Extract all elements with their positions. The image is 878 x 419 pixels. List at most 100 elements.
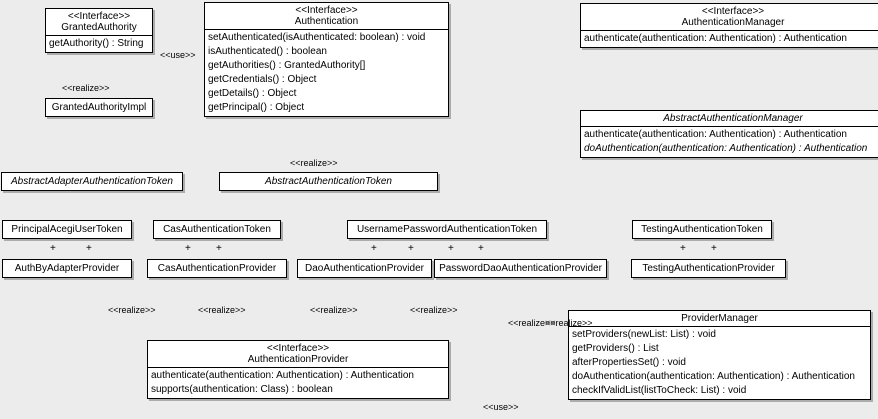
class-members: setAuthenticated(isAuthenticated: boolea…: [205, 29, 448, 116]
class-principal-acegi-user-token[interactable]: PrincipalAcegiUserToken: [2, 220, 132, 240]
class-member: doAuthentication(authentication: Authent…: [584, 143, 868, 155]
class-header: AbstractAuthenticationToken: [220, 173, 437, 190]
class-cas-authentication-provider[interactable]: CasAuthenticationProvider: [147, 259, 287, 279]
class-name: AuthenticationManager: [681, 17, 785, 29]
class-members: setProviders(newList: List) : void getPr…: [569, 326, 870, 399]
class-authentication[interactable]: <<Interface>> Authentication setAuthenti…: [204, 2, 449, 118]
class-member: getDetails() : Object: [208, 88, 297, 100]
class-member: getPrincipal() : Object: [208, 102, 305, 114]
class-header: <<Interface>> GrantedAuthority: [46, 9, 152, 35]
class-name: TestingAuthenticationToken: [641, 224, 763, 235]
class-abstract-adapter-authentication-token[interactable]: AbstractAdapterAuthenticationToken: [1, 172, 183, 192]
edge-label-use-providermanager-authenticationprovider: <<use>>: [483, 402, 519, 412]
class-name: CasAuthenticationProvider: [157, 263, 277, 274]
class-member: afterPropertiesSet() : void: [572, 357, 686, 369]
class-stereotype: <<Interface>>: [67, 11, 131, 22]
class-member: isAuthenticated() : boolean: [208, 46, 327, 58]
class-member: getProviders() : List: [572, 343, 659, 355]
class-member: getAuthority() : String: [49, 38, 144, 50]
class-testing-authentication-token[interactable]: TestingAuthenticationToken: [632, 220, 772, 240]
class-header: CasAuthenticationToken: [154, 221, 280, 238]
class-header: AbstractAdapterAuthenticationToken: [2, 173, 182, 190]
assoc-plus-marker: +: [50, 243, 56, 254]
class-member: doAuthentication(authentication: Authent…: [572, 371, 855, 383]
class-member: authenticate(authentication: Authenticat…: [584, 33, 847, 45]
class-header: AbstractAuthenticationManager: [581, 111, 878, 126]
assoc-plus-marker: +: [680, 243, 686, 254]
class-abstract-authentication-manager[interactable]: AbstractAuthenticationManager authentica…: [580, 110, 878, 159]
edge-label-realize-grantedauthorityimpl: <<realize>>: [62, 83, 110, 93]
edge-label-realize-daoauthenticationprovider: <<realize>>: [310, 305, 358, 315]
class-members: getAuthority() : String: [46, 35, 152, 52]
class-provider-manager[interactable]: ProviderManager setProviders(newList: Li…: [568, 310, 871, 401]
class-header: AuthByAdapterProvider: [3, 260, 131, 277]
class-stereotype: <<Interface>>: [295, 5, 358, 16]
class-granted-authority[interactable]: <<Interface>> GrantedAuthority getAuthor…: [45, 8, 153, 54]
assoc-plus-marker: +: [408, 243, 414, 254]
assoc-plus-marker: +: [478, 243, 484, 254]
class-name: AuthByAdapterProvider: [14, 263, 120, 274]
class-header: <<Interface>> AuthenticationProvider: [148, 341, 448, 367]
class-cas-authentication-token[interactable]: CasAuthenticationToken: [153, 220, 281, 240]
class-header: GrantedAuthorityImpl: [46, 99, 152, 116]
class-member: authenticate(authentication: Authenticat…: [584, 129, 847, 141]
class-abstract-authentication-token[interactable]: AbstractAuthenticationToken: [219, 172, 438, 192]
assoc-plus-marker: +: [86, 243, 92, 254]
class-testing-authentication-provider[interactable]: TestingAuthenticationProvider: [631, 259, 786, 279]
edge-label-realize-casauthenticationprovider: <<realize>>: [198, 305, 246, 315]
class-header: <<Interface>> Authentication: [205, 3, 448, 29]
class-name: AbstractAdapterAuthenticationToken: [11, 176, 173, 187]
class-name: GrantedAuthority: [61, 22, 137, 34]
class-name: PasswordDaoAuthenticationProvider: [439, 263, 602, 274]
class-member: authenticate(authentication: Authenticat…: [151, 370, 414, 382]
class-member: setAuthenticated(isAuthenticated: boolea…: [208, 32, 426, 44]
class-name: CasAuthenticationToken: [163, 224, 271, 235]
class-authentication-provider[interactable]: <<Interface>> AuthenticationProvider aut…: [147, 340, 449, 400]
edge-label-realize-testingauthenticationprovider: <<realize>>: [508, 318, 556, 328]
class-member: getCredentials() : Object: [208, 74, 317, 86]
assoc-plus-marker: +: [448, 243, 454, 254]
class-name: AbstractAuthenticationToken: [265, 176, 392, 187]
class-name: DaoAuthenticationProvider: [305, 263, 424, 274]
class-header: CasAuthenticationProvider: [148, 260, 286, 277]
class-stereotype: <<Interface>>: [266, 343, 330, 354]
assoc-plus-marker: +: [216, 243, 222, 254]
class-header: ProviderManager: [569, 311, 870, 326]
class-name: AuthenticationProvider: [247, 354, 349, 366]
edge-label-realize-authbyadapterprovider: <<realize>>: [108, 305, 156, 315]
class-name: ProviderManager: [681, 313, 758, 324]
class-name: AbstractAuthenticationManager: [663, 113, 803, 124]
class-members: authenticate(authentication: Authenticat…: [581, 126, 878, 157]
edge-label-realize-abstractauthenticationtoken: <<realize>>: [290, 158, 338, 168]
class-header: <<Interface>> AuthenticationManager: [581, 4, 878, 30]
class-name: GrantedAuthorityImpl: [51, 102, 147, 113]
edge-label-realize-passworddaoauthenticationprovider: <<realize>>: [410, 305, 458, 315]
edge-label-use-authentication-grantedauthority: <<use>>: [160, 50, 196, 60]
class-authentication-manager[interactable]: <<Interface>> AuthenticationManager auth…: [580, 3, 878, 49]
class-member: setProviders(newList: List) : void: [572, 329, 716, 341]
class-name: TestingAuthenticationProvider: [642, 263, 775, 274]
class-header: TestingAuthenticationToken: [633, 221, 771, 238]
class-header: TestingAuthenticationProvider: [632, 260, 785, 277]
assoc-plus-marker: +: [711, 243, 717, 254]
class-name: Authentication: [294, 16, 359, 28]
class-username-password-authentication-token[interactable]: UsernamePasswordAuthenticationToken: [347, 220, 547, 240]
edge-label-realize-providermanager: <<realize>>: [545, 318, 593, 328]
class-header: PasswordDaoAuthenticationProvider: [435, 260, 606, 277]
class-member: getAuthorities() : GrantedAuthority[]: [208, 60, 366, 72]
class-name: UsernamePasswordAuthenticationToken: [356, 224, 538, 235]
class-header: DaoAuthenticationProvider: [298, 260, 431, 277]
class-header: UsernamePasswordAuthenticationToken: [348, 221, 546, 238]
assoc-plus-marker: +: [371, 243, 377, 254]
class-member: checkIfValidList(listToCheck: List) : vo…: [572, 385, 747, 397]
class-auth-by-adapter-provider[interactable]: AuthByAdapterProvider: [2, 259, 132, 279]
class-dao-authentication-provider[interactable]: DaoAuthenticationProvider: [297, 259, 432, 279]
class-name: PrincipalAcegiUserToken: [11, 224, 123, 235]
class-members: authenticate(authentication: Authenticat…: [581, 30, 878, 47]
class-header: PrincipalAcegiUserToken: [3, 221, 131, 238]
class-password-dao-authentication-provider[interactable]: PasswordDaoAuthenticationProvider: [434, 259, 607, 279]
class-granted-authority-impl[interactable]: GrantedAuthorityImpl: [45, 98, 153, 118]
class-stereotype: <<Interface>>: [701, 6, 765, 17]
class-members: authenticate(authentication: Authenticat…: [148, 367, 448, 398]
